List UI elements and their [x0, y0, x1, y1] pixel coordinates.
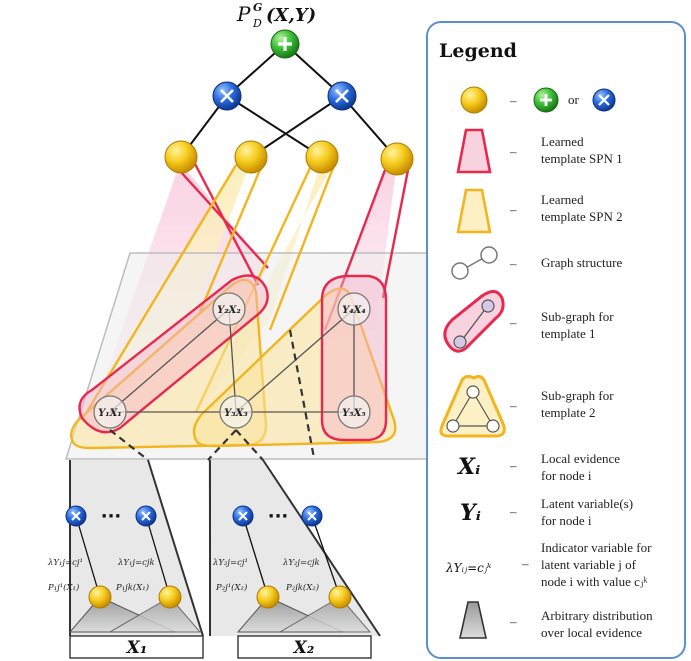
legend-item-text: template 2 [541, 405, 596, 420]
legend-item-text: Sub-graph for [541, 388, 614, 403]
legend-dash: – [509, 458, 517, 473]
legend-item-text: Arbitrary distribution [541, 608, 653, 623]
plus-icon [278, 37, 292, 51]
template-spn-edges [80, 159, 410, 421]
legend-dash: – [509, 93, 517, 108]
arbitrary-distribution-icon [459, 601, 487, 639]
lambda-left-label: λY₂j=cj¹ [212, 558, 248, 568]
legend-item-text: node i with value cⱼᵏ [541, 574, 647, 589]
leaf-node [164, 140, 198, 174]
legend: Legend – or – Learned template SPN 1 – L… [426, 21, 686, 659]
times-icon [598, 94, 610, 106]
subgraph-template-1-icon [443, 290, 505, 353]
leaf-node [380, 142, 414, 176]
leaf-dist-right-label: P₁jk(X₁) [115, 582, 149, 593]
lambda-symbol: λYᵢⱼ=cⱼᵏ [445, 561, 492, 575]
yellow-node-icon [460, 86, 488, 114]
graph-node-2: Y₂X₂ [212, 292, 246, 326]
bottom-right-spn: ··· λY₂j=cj¹ λY₂j=cjk P₂j¹(X₂) P₂jk(X₂) … [212, 505, 372, 659]
graph-structure-icon [451, 246, 498, 280]
graph-node-2-label: Y₂X₂ [217, 305, 241, 316]
legend-item-text: Indicator variable for [541, 540, 652, 555]
graph-node-5: Y₅X₅ [337, 395, 371, 429]
leaf-node [234, 140, 268, 174]
legend-title: Legend [439, 40, 517, 62]
times-icon [307, 511, 317, 521]
evidence-box-x1-label: X₁ [126, 638, 148, 658]
graph-node-4: Y₄X₄ [337, 292, 371, 326]
graph-node-1-label: Y₁X₁ [98, 408, 122, 419]
legend-item-text: Learned [541, 192, 584, 207]
template-spn-2-icon [456, 188, 492, 234]
evidence-box-x1 [69, 635, 204, 659]
legend-dash: – [521, 556, 529, 571]
legend-dash: – [509, 202, 517, 217]
legend-item-text: over local evidence [541, 625, 642, 640]
leaf-nodes-top [164, 140, 414, 176]
ellipsis: ··· [268, 506, 289, 527]
legend-item-text: Sub-graph for [541, 309, 614, 324]
leaf-dist-left-label: P₁j¹(X₁) [47, 582, 79, 593]
legend-item-text: latent variable j of [541, 557, 637, 572]
legend-item-text: Latent variable(s) [541, 496, 633, 511]
y-symbol: Yᵢ [460, 500, 481, 526]
graph-node-3: Y₃X₃ [219, 395, 253, 429]
root-label: P G D (X,Y) [236, 1, 316, 30]
graph-node-5-label: Y₅X₅ [342, 408, 366, 419]
legend-item-text: template SPN 2 [541, 209, 623, 224]
times-icon [71, 511, 81, 521]
root-sum-node [270, 29, 300, 59]
x-symbol: Xᵢ [456, 454, 480, 480]
template-spn-1-icon [456, 128, 492, 174]
legend-dash: – [509, 315, 517, 330]
root-label-sup: G [253, 1, 262, 14]
subgraph-template-2-icon [439, 374, 506, 438]
times-icon [238, 511, 248, 521]
legend-item-text: Graph structure [541, 255, 622, 270]
root-spn [180, 43, 398, 160]
legend-item-text: for node i [541, 513, 592, 528]
legend-dash: – [509, 398, 517, 413]
graph-node-4-label: Y₄X₄ [342, 305, 366, 316]
lambda-left-label: λY₁j=cj¹ [47, 558, 83, 568]
lambda-right-label: λY₁j=cjk [117, 558, 155, 568]
product-node-left [212, 81, 242, 111]
times-icon [220, 89, 234, 103]
leaf-node [305, 140, 339, 174]
bottom-left-spn: ··· λY₁j=cj¹ λY₁j=cjk P₁j¹(X₁) P₁jk(X₁) … [47, 505, 204, 659]
legend-dash: – [509, 614, 517, 629]
evidence-box-x2 [237, 635, 372, 659]
lambda-right-label: λY₂j=cjk [282, 558, 320, 568]
ellipsis: ··· [101, 506, 122, 527]
graph-edges [109, 308, 355, 413]
legend-or: or [568, 92, 580, 107]
evidence-box-x2-label: X₂ [293, 638, 315, 658]
product-node-right [327, 81, 357, 111]
legend-box [426, 21, 686, 659]
leaf-dist-right-label: P₂jk(X₂) [285, 582, 319, 593]
leaf-dist-left-label: P₂j¹(X₂) [215, 582, 247, 593]
root-label-args: (X,Y) [266, 5, 316, 26]
plus-icon [540, 94, 552, 106]
graph-nodes: Y₂X₂ Y₄X₄ Y₁X₁ Y₃X₃ Y₅X₅ [93, 292, 371, 429]
graph-node-3-label: Y₃X₃ [224, 408, 248, 419]
legend-dash: – [509, 144, 517, 159]
legend-item-text: template 1 [541, 326, 596, 341]
graph-node-1: Y₁X₁ [93, 395, 127, 429]
legend-item-text: template SPN 1 [541, 151, 623, 166]
legend-item-text: for node i [541, 468, 592, 483]
legend-item-text: Local evidence [541, 451, 620, 466]
legend-dash: – [509, 504, 517, 519]
times-icon [141, 511, 151, 521]
legend-item-text: Learned [541, 134, 584, 149]
root-label-sub: D [252, 17, 262, 30]
legend-dash: – [509, 256, 517, 271]
times-icon [335, 89, 349, 103]
root-label-p: P [236, 2, 251, 26]
